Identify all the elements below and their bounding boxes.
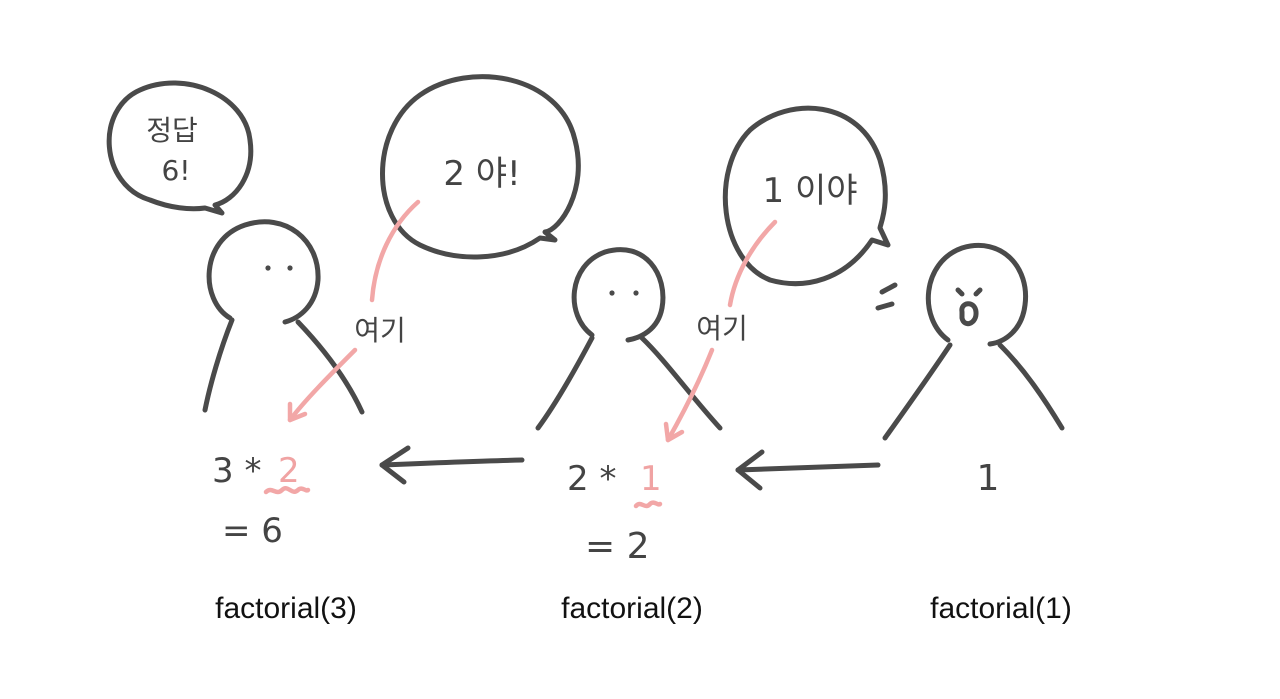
handoff-arrows bbox=[287, 199, 778, 443]
expr-left-result: = 6 bbox=[222, 511, 283, 551]
person-left bbox=[202, 219, 365, 415]
expr-right-value: 1 bbox=[977, 458, 1000, 499]
speech-left-line2: 6! bbox=[161, 154, 190, 187]
return-arrow-left bbox=[379, 445, 525, 485]
speech-middle-text: 2 야! bbox=[443, 154, 520, 194]
person-right bbox=[875, 242, 1065, 441]
expr-middle-text: 2 * bbox=[567, 459, 616, 499]
caption-factorial-2: factorial(2) bbox=[561, 592, 703, 625]
handoff-label-middle: 여기 bbox=[696, 312, 748, 345]
handoff-label-left: 여기 bbox=[354, 314, 406, 347]
expr-middle-highlight: 1 bbox=[640, 459, 662, 499]
caption-factorial-3: factorial(3) bbox=[215, 592, 357, 625]
expr-left-highlight: 2 bbox=[278, 451, 300, 491]
expression-middle: 2 * 1 = 2 bbox=[567, 459, 663, 567]
expression-left: 3 * 2 = 6 bbox=[212, 451, 311, 551]
speech-bubble-left: 정답 6! bbox=[106, 80, 254, 216]
return-arrow-right bbox=[735, 449, 881, 491]
speech-right-text: 1 이야 bbox=[763, 171, 858, 211]
speech-left-line1: 정답 bbox=[146, 114, 198, 147]
caption-factorial-1: factorial(1) bbox=[930, 592, 1072, 625]
speech-bubble-right: 1 이야 bbox=[722, 105, 891, 287]
person-middle bbox=[535, 247, 723, 431]
expr-middle-result: = 2 bbox=[585, 526, 650, 567]
expr-left-text: 3 * bbox=[212, 451, 261, 491]
speech-bubble-middle: 2 야! bbox=[380, 74, 581, 260]
